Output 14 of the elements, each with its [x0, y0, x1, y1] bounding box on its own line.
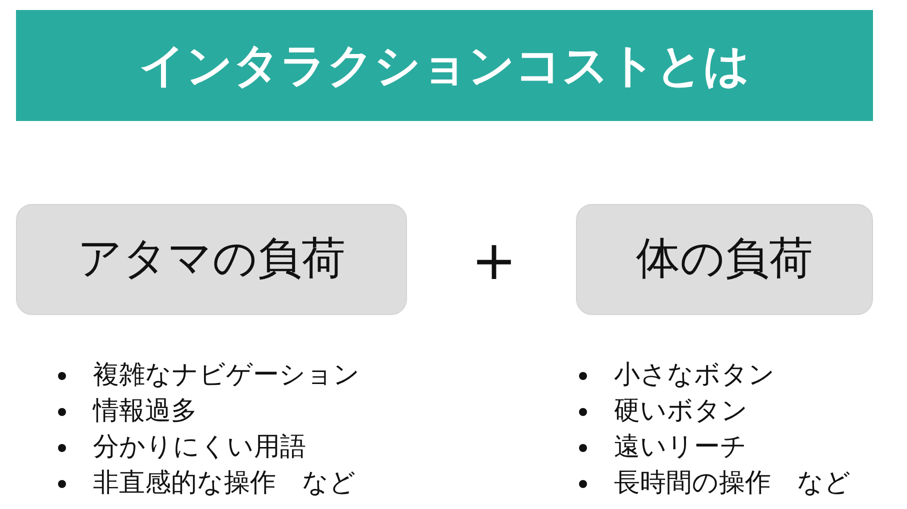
list-item: 分かりにくい用語: [93, 433, 306, 463]
list-item: 小さなボタン: [614, 361, 775, 391]
list-item: 複雑なナビゲーション: [93, 361, 360, 391]
box-label: アタマの負荷: [78, 235, 346, 284]
list-item: 遠いリーチ: [614, 433, 747, 463]
list-item: 長時間の操作 など: [614, 469, 851, 499]
box-label: 体の負荷: [636, 235, 813, 284]
rounded-box: [576, 204, 873, 315]
list-item: 情報過多: [93, 397, 197, 427]
rounded-box: [16, 204, 407, 315]
plus-sign: +: [471, 234, 517, 288]
title-banner: インタラクションコストとは: [16, 10, 873, 121]
list-item: 硬いボタン: [614, 397, 748, 427]
list-item: 非直感的な操作 など: [93, 469, 356, 499]
